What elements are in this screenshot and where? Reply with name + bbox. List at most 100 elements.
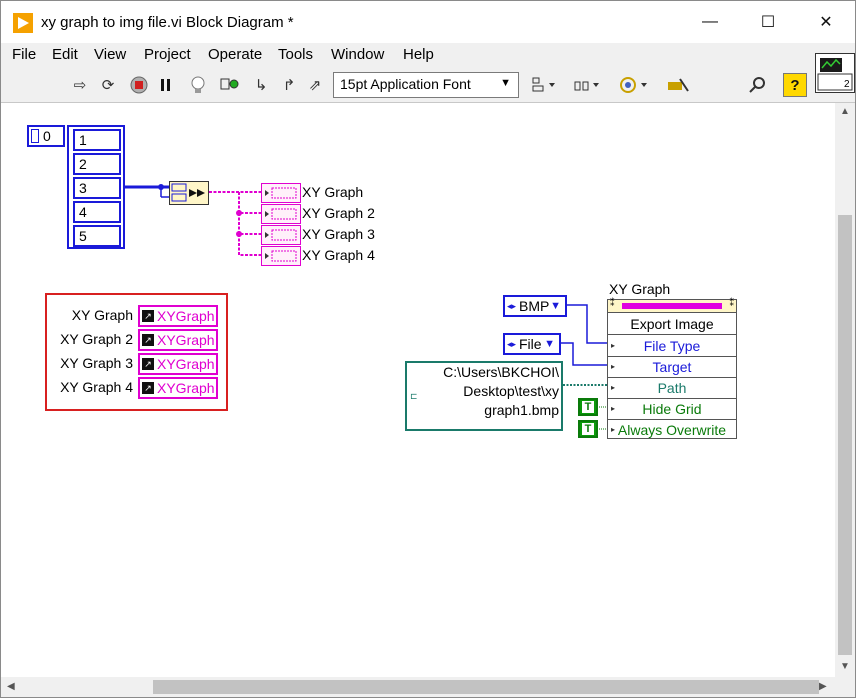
menu-project[interactable]: Project — [144, 46, 191, 63]
minimize-icon: — — [702, 13, 718, 30]
scroll-right-icon[interactable]: ▶ — [819, 681, 827, 692]
path-line: C:\Users\BKCHOI\ — [443, 364, 559, 380]
retain-wire-values-icon[interactable] — [219, 75, 241, 95]
graph-property-node[interactable] — [261, 183, 301, 203]
vertical-scroll-thumb[interactable] — [838, 215, 852, 655]
menu-operate[interactable]: Operate — [208, 46, 263, 63]
input-target[interactable]: ▸Target — [608, 357, 736, 378]
highlight-execution-icon[interactable] — [187, 75, 209, 95]
step-out-icon[interactable]: ⇗ — [308, 77, 322, 94]
vertical-scrollbar[interactable]: ▲ ▼ — [835, 103, 855, 677]
array-element[interactable]: 3 — [73, 177, 121, 199]
pause-icon[interactable] — [155, 75, 177, 95]
graph-reference-label: XY Graph 2 — [302, 205, 375, 221]
array-element[interactable]: 4 — [73, 201, 121, 223]
array-element[interactable]: 1 — [73, 129, 121, 151]
font-dropdown-value: 15pt Application Font — [340, 76, 471, 92]
graph-reference-control[interactable]: ↗XYGraph — [138, 329, 218, 351]
chevron-down-icon: ▼ — [500, 77, 511, 89]
numeric-array-constant[interactable]: 1 2 3 4 5 — [67, 125, 125, 249]
font-dropdown[interactable]: 15pt Application Font ▼ — [333, 72, 519, 98]
scroll-down-icon[interactable]: ▼ — [840, 661, 850, 672]
ref-control-label: XY Graph 2 — [60, 331, 133, 347]
scrollbar-corner — [835, 677, 855, 697]
index-spinner-icon — [31, 129, 39, 143]
input-label: Hide Grid — [642, 401, 702, 417]
help-icon[interactable]: ? — [783, 73, 807, 97]
align-icon[interactable] — [529, 75, 559, 95]
block-diagram-canvas[interactable]: 0 1 2 3 4 5 XY Graph XY Graph 2 XY — [1, 103, 835, 677]
hide-grid-true-constant[interactable]: T — [578, 398, 598, 416]
reference-icon: ↗ — [142, 334, 154, 346]
chevron-down-icon: ▼ — [550, 300, 561, 312]
menu-file[interactable]: File — [12, 46, 37, 63]
reference-icon: ↗ — [142, 310, 154, 322]
enum-spinner-icon: ◂▸ — [507, 301, 517, 311]
path-icon: ⊏ — [410, 391, 418, 401]
ref-control-label: XY Graph — [71, 307, 133, 323]
step-into-icon[interactable]: ↳ — [254, 77, 268, 94]
maximize-icon: ☐ — [760, 14, 776, 31]
graph-reference-control[interactable]: ↗XYGraph — [138, 377, 218, 399]
minimize-button[interactable]: — — [681, 1, 739, 43]
menu-view[interactable]: View — [94, 46, 127, 63]
close-button[interactable]: ✕ — [797, 1, 855, 43]
distribute-icon[interactable] — [571, 75, 603, 95]
close-icon: ✕ — [819, 14, 833, 31]
reference-out-terminal-icon: ⁑ — [729, 298, 735, 308]
abort-icon[interactable] — [128, 75, 150, 95]
title-bar: xy graph to img file.vi Block Diagram * … — [1, 1, 855, 43]
window-title: xy graph to img file.vi Block Diagram * — [41, 14, 294, 31]
graph-reference-label: XY Graph 4 — [302, 247, 375, 263]
input-hide-grid[interactable]: ▸ Hide Grid — [608, 399, 736, 420]
reference-icon: ↗ — [142, 382, 154, 394]
bool-value: T — [582, 423, 594, 435]
property-node-icon — [265, 208, 297, 220]
horizontal-scroll-thumb[interactable] — [153, 680, 819, 694]
property-node-icon — [265, 229, 297, 241]
file-type-enum[interactable]: ◂▸ BMP ▼ — [503, 295, 567, 317]
graph-reference-control[interactable]: ↗XYGraph — [138, 305, 218, 327]
scroll-left-icon[interactable]: ◀ — [7, 681, 15, 692]
array-element[interactable]: 2 — [73, 153, 121, 175]
property-node-icon — [265, 187, 297, 199]
svg-text:2: 2 — [844, 79, 850, 90]
input-file-type[interactable]: ▸File Type — [608, 336, 736, 357]
horizontal-scrollbar[interactable]: ◀ ▶ — [1, 677, 835, 697]
index-array-function-icon[interactable] — [169, 181, 209, 205]
input-arrow-icon: ▸ — [611, 404, 616, 413]
overwrite-true-constant[interactable]: T — [578, 420, 598, 438]
graph-property-node[interactable] — [261, 246, 301, 266]
cleanup-icon[interactable] — [665, 75, 693, 95]
target-enum[interactable]: ◂▸ File ▼ — [503, 333, 561, 355]
path-line: graph1.bmp — [484, 402, 559, 418]
invoke-node-header: ⁑ ⁑ — [608, 298, 736, 313]
graph-property-node[interactable] — [261, 204, 301, 224]
array-index-display[interactable]: 0 — [27, 125, 65, 147]
graph-property-node[interactable] — [261, 225, 301, 245]
input-always-overwrite[interactable]: ▸Always Overwrite — [608, 420, 736, 439]
export-image-invoke-node[interactable]: ⁑ ⁑ Export Image ▸File Type ▸Target ▸Pat… — [607, 298, 737, 439]
input-path[interactable]: ▸Path — [608, 378, 736, 399]
menu-window[interactable]: Window — [331, 46, 385, 63]
scroll-up-icon[interactable]: ▲ — [840, 106, 850, 117]
graph-reference-control[interactable]: ↗XYGraph — [138, 353, 218, 375]
menu-help[interactable]: Help — [403, 46, 434, 63]
reorder-icon[interactable] — [617, 75, 651, 95]
run-arrow-icon[interactable]: ⇨ — [73, 77, 87, 94]
maximize-button[interactable]: ☐ — [739, 1, 797, 43]
reference-icon: ↗ — [142, 358, 154, 370]
invoke-method-name: Export Image — [608, 314, 736, 335]
file-type-value: BMP — [519, 298, 550, 314]
array-element[interactable]: 5 — [73, 225, 121, 247]
menu-tools[interactable]: Tools — [278, 46, 314, 63]
search-icon[interactable] — [745, 75, 771, 95]
run-continuous-icon[interactable]: ⟳ — [101, 77, 115, 94]
menu-edit[interactable]: Edit — [52, 46, 78, 63]
chevron-down-icon: ▼ — [544, 338, 555, 350]
path-constant[interactable]: ⊏ C:\Users\BKCHOI\ Desktop\test\xy graph… — [405, 361, 563, 431]
vi-connector-icon[interactable]: 2 — [815, 53, 855, 93]
step-over-icon[interactable]: ↱ — [282, 77, 296, 94]
reference-controls-group[interactable]: XY Graph ↗XYGraph XY Graph 2 ↗XYGraph XY… — [45, 293, 228, 411]
